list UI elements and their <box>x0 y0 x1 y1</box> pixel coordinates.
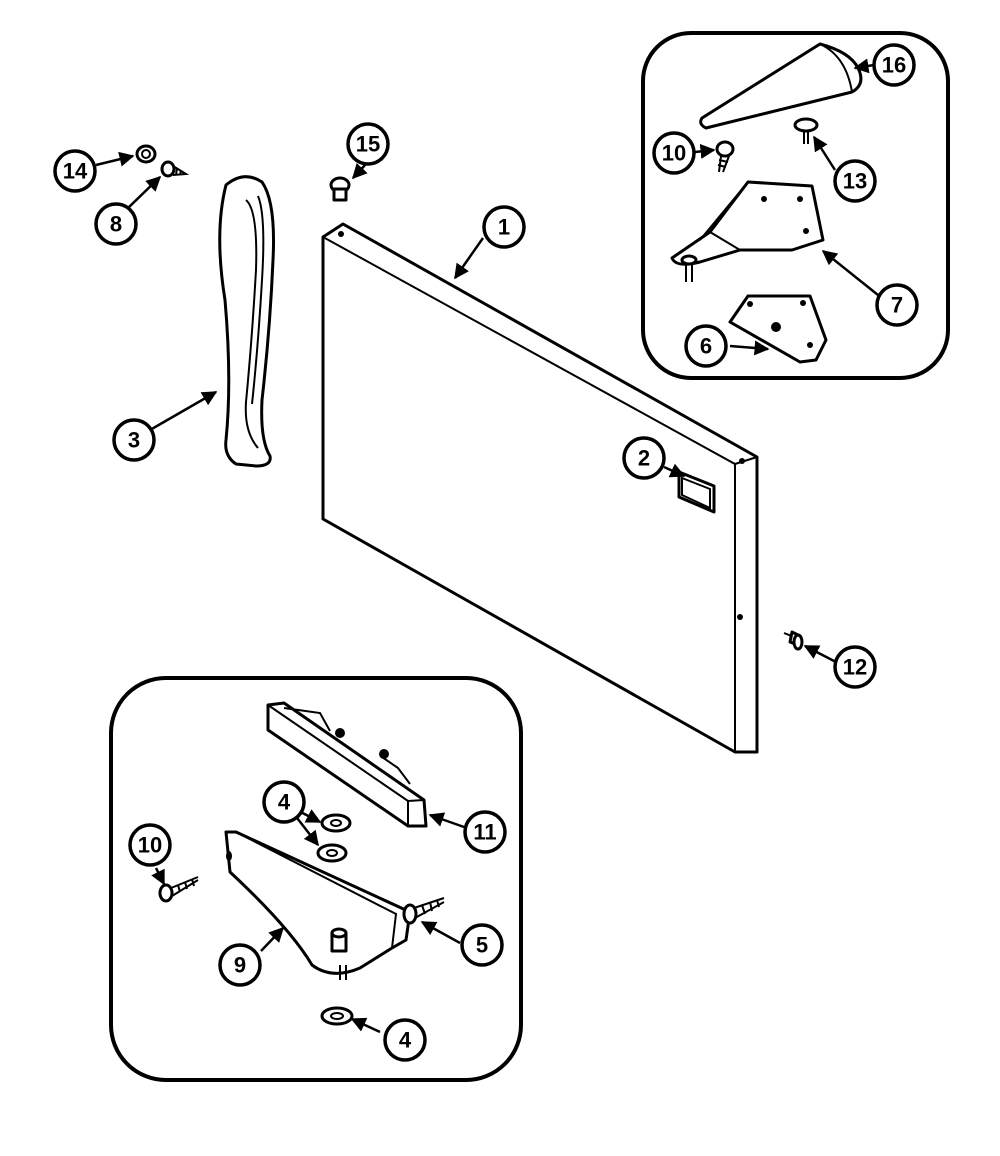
callout-12: 12 <box>833 645 877 689</box>
svg-text:15: 15 <box>356 132 380 157</box>
part-10-screw-top <box>715 140 735 173</box>
svg-text:2: 2 <box>638 446 650 471</box>
svg-text:13: 13 <box>843 169 867 194</box>
svg-text:1: 1 <box>498 215 510 240</box>
svg-text:4: 4 <box>278 790 291 815</box>
part-7-hinge-top <box>670 180 825 282</box>
callout-2: 2 <box>622 436 666 480</box>
part-13-plug <box>793 117 819 144</box>
callout-9: 9 <box>218 943 262 987</box>
svg-text:6: 6 <box>700 334 712 359</box>
callout-10a: 10 <box>652 131 696 175</box>
callout-3: 3 <box>112 418 156 462</box>
part-1-door <box>321 222 759 754</box>
part-3-handle <box>218 175 276 468</box>
svg-text:4: 4 <box>399 1028 412 1053</box>
part-14-cap <box>135 144 157 164</box>
svg-text:10: 10 <box>662 141 686 166</box>
callout-1: 1 <box>482 205 526 249</box>
part-5-screw <box>402 897 445 925</box>
part-8-screw <box>160 160 190 178</box>
callout-13: 13 <box>833 159 877 203</box>
part-16-trim-cap <box>699 42 863 130</box>
callout-4a: 4 <box>262 780 306 824</box>
part-2-label <box>677 470 716 514</box>
svg-text:8: 8 <box>110 212 122 237</box>
callout-7: 7 <box>875 283 919 327</box>
part-9-hinge-bottom <box>224 830 412 980</box>
callout-4b: 4 <box>383 1018 427 1062</box>
callout-14: 14 <box>53 149 97 193</box>
callout-11: 11 <box>463 810 507 854</box>
callout-10b: 10 <box>128 823 172 867</box>
svg-text:10: 10 <box>138 833 162 858</box>
part-11-bracket <box>266 701 428 828</box>
callout-16: 16 <box>872 43 916 87</box>
svg-text:3: 3 <box>128 428 140 453</box>
part-12-pin <box>783 630 804 651</box>
part-15-bumper <box>329 176 351 202</box>
svg-text:12: 12 <box>843 655 867 680</box>
part-4-washer-lower <box>320 1006 354 1026</box>
svg-text:5: 5 <box>476 933 488 958</box>
part-6-shim <box>728 294 828 364</box>
callout-15: 15 <box>346 122 390 166</box>
svg-text:11: 11 <box>473 820 496 845</box>
callout-8: 8 <box>94 202 138 246</box>
callout-5: 5 <box>460 923 504 967</box>
svg-text:7: 7 <box>891 293 903 318</box>
svg-text:14: 14 <box>63 159 88 184</box>
svg-text:9: 9 <box>234 953 246 978</box>
svg-text:16: 16 <box>882 53 906 78</box>
part-4-washers <box>316 813 352 863</box>
callout-6: 6 <box>684 324 728 368</box>
part-10-screw-bottom <box>158 876 199 903</box>
